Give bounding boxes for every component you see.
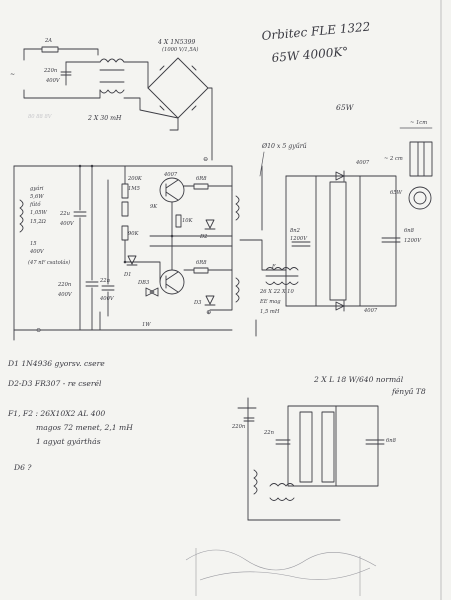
power-label: 65W (336, 103, 355, 112)
d-d3: D3 (193, 300, 202, 306)
plus-mark-mid: ⊕ (206, 309, 211, 316)
spec-7: 400V (29, 249, 45, 255)
cap-22n: 22n (99, 278, 110, 284)
note-1: D1 1N4936 gyorsv. csere (7, 359, 105, 368)
minus-mark-bottom: ⊖ (36, 327, 41, 334)
transformer-f: F (271, 264, 276, 270)
note-5: 1 agyat gyárthás (36, 437, 101, 446)
r-1m5: 1M5 (128, 186, 140, 192)
cap-220n-mid-volt: 400V (57, 292, 73, 298)
r-6r8-top: 6R8 (196, 176, 207, 182)
input-section: 2A ~ 220n 400V 2 X 30 mH 4 X 1N5399 (100… (10, 38, 213, 163)
sub-schematic: 2 X L 18 W/640 normál fényű T8 220n 22n … (231, 375, 426, 521)
note-3: F1, F2 : 26X10X2 AL 400 (7, 409, 105, 418)
r-6r8-bot: 6R8 (196, 260, 207, 266)
cap-220n-in-volt: 400V (45, 78, 61, 84)
choke-label: 2 X 30 mH (87, 115, 122, 122)
d-d1: D1 (123, 272, 131, 278)
c-6n8-volt: 1200V (404, 238, 422, 244)
spec-3: fűtő (29, 201, 41, 208)
note-2: D2-D3 FR307 - re cserél (7, 379, 102, 388)
d-4007-bottom: 4007 (363, 308, 378, 314)
spec-4: 1,05W (30, 210, 48, 216)
c-8n2-volt: 1200V (290, 236, 308, 242)
spec-6: 15 (30, 241, 37, 247)
cap-220n-mid: 220n (57, 282, 71, 288)
spec-1: gyári (30, 185, 44, 192)
minus-mark-top: ⊖ (203, 156, 208, 163)
ghost-text: 80 88 8V (28, 114, 53, 120)
bridge-sublabel: (1000 V/1,5A) (162, 46, 198, 53)
spec-5: 15,2Ω (30, 219, 47, 225)
notes: D1 1N4936 gyorsv. csere D2-D3 FR307 - re… (7, 359, 133, 472)
title-line2: 65W 4000K° (271, 44, 349, 65)
r-200k: 200K (127, 176, 143, 182)
d-d2: D2 (199, 234, 207, 240)
transformer-spec2: EE mag (259, 299, 281, 305)
transformer-spec: 26 X 22 X 10 (259, 289, 294, 295)
d-db3: DB3 (137, 280, 150, 286)
ac-source: ~ (10, 71, 15, 78)
note-6: D6 ? (13, 463, 32, 472)
bridge-label: 4 X 1N5399 (157, 39, 195, 46)
tube-note: Ø10 x 5 gyűrű (261, 143, 307, 150)
d-4007-upper: 4007 (163, 172, 178, 178)
fuse-label: 2A (44, 38, 52, 44)
r-9k: 9K (150, 204, 158, 210)
sub-title: 2 X L 18 W/640 normál (313, 375, 404, 384)
r-10k: 10K (182, 218, 194, 224)
cap-22u-volt: 400V (59, 221, 75, 227)
cap-22u: 22u (59, 211, 70, 217)
c-6n8: 6n8 (404, 228, 415, 234)
note-4: magos 72 menet, 2,1 mH (36, 423, 133, 432)
tube-dim: ~ 1cm (410, 120, 427, 126)
tube-sketch: 65W Ø10 x 5 gyűrű ~ 2 cm 65W ~ 1cm (259, 103, 433, 210)
sub-title2: fényű T8 (391, 387, 426, 396)
sub-22n: 22n (263, 430, 274, 436)
spec-8: (47 nF csatolás) (28, 259, 70, 266)
sub-220n: 220n (231, 424, 245, 430)
tube-65w: 65W (390, 190, 403, 196)
spec-2: 5,6W (30, 194, 44, 200)
r-90k: 90K (128, 231, 140, 237)
ballast-circuit: gyári 5,6W fűtő 1,05W 15,2Ω 15 400V (47 … (13, 160, 422, 341)
sub-6n8: 6n8 (386, 438, 397, 444)
transformer-spec3: 1,5 mH (260, 309, 280, 315)
cap-22n-volt: 400V (99, 296, 115, 302)
d-4007-top: 4007 (355, 160, 370, 166)
mark-1w: 1W (142, 322, 151, 328)
faint-sketch (185, 548, 377, 596)
tube-2cm: ~ 2 cm (384, 156, 403, 162)
c-8n2: 8n2 (290, 228, 300, 234)
cap-220n-in: 220n (43, 68, 57, 74)
